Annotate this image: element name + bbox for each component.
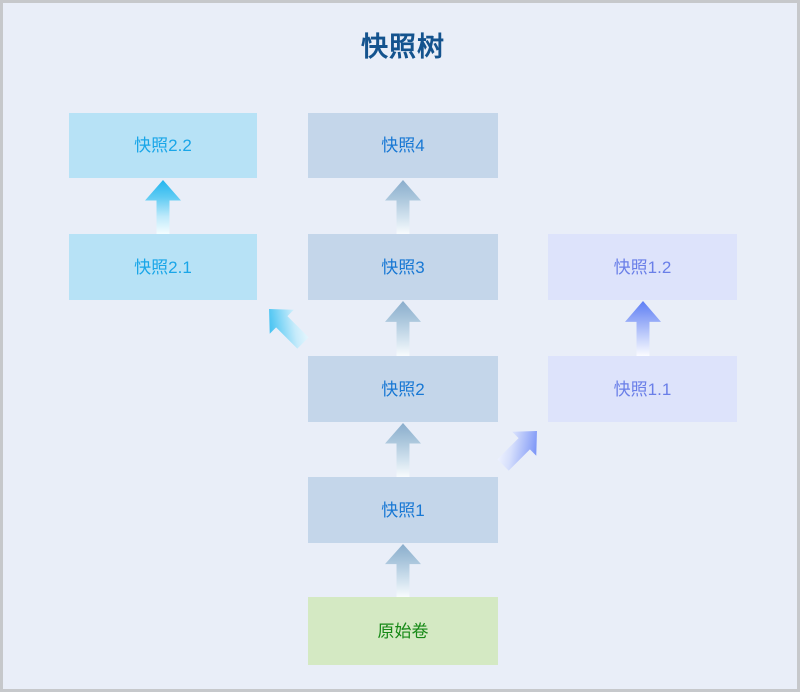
node-snapshot2-2[interactable]: 快照2.2 xyxy=(69,113,257,178)
node-snapshot2-1[interactable]: 快照2.1 xyxy=(69,234,257,300)
arrow-snapshot1-to-snapshot2 xyxy=(385,423,421,477)
arrow-snapshot1-1-to-snapshot1-2 xyxy=(625,301,661,356)
arrow-snapshot2-to-snapshot2-1 xyxy=(258,298,314,354)
node-snapshot1-2[interactable]: 快照1.2 xyxy=(548,234,737,300)
node-snapshot4[interactable]: 快照4 xyxy=(308,113,498,178)
node-snapshot1[interactable]: 快照1 xyxy=(308,477,498,543)
page-title: 快照树 xyxy=(361,32,445,62)
arrow-snapshot2-1-to-snapshot2-2 xyxy=(145,180,181,234)
arrow-snapshot3-to-snapshot4 xyxy=(385,180,421,234)
node-snapshot2[interactable]: 快照2 xyxy=(308,356,498,422)
arrow-origin-to-snapshot1 xyxy=(385,544,421,597)
node-snapshot1-1[interactable]: 快照1.1 xyxy=(548,356,737,422)
node-snapshot3[interactable]: 快照3 xyxy=(308,234,498,300)
arrow-snapshot1-to-snapshot1-1 xyxy=(492,420,548,476)
node-origin-volume[interactable]: 原始卷 xyxy=(308,597,498,665)
arrow-snapshot2-to-snapshot3 xyxy=(385,301,421,356)
